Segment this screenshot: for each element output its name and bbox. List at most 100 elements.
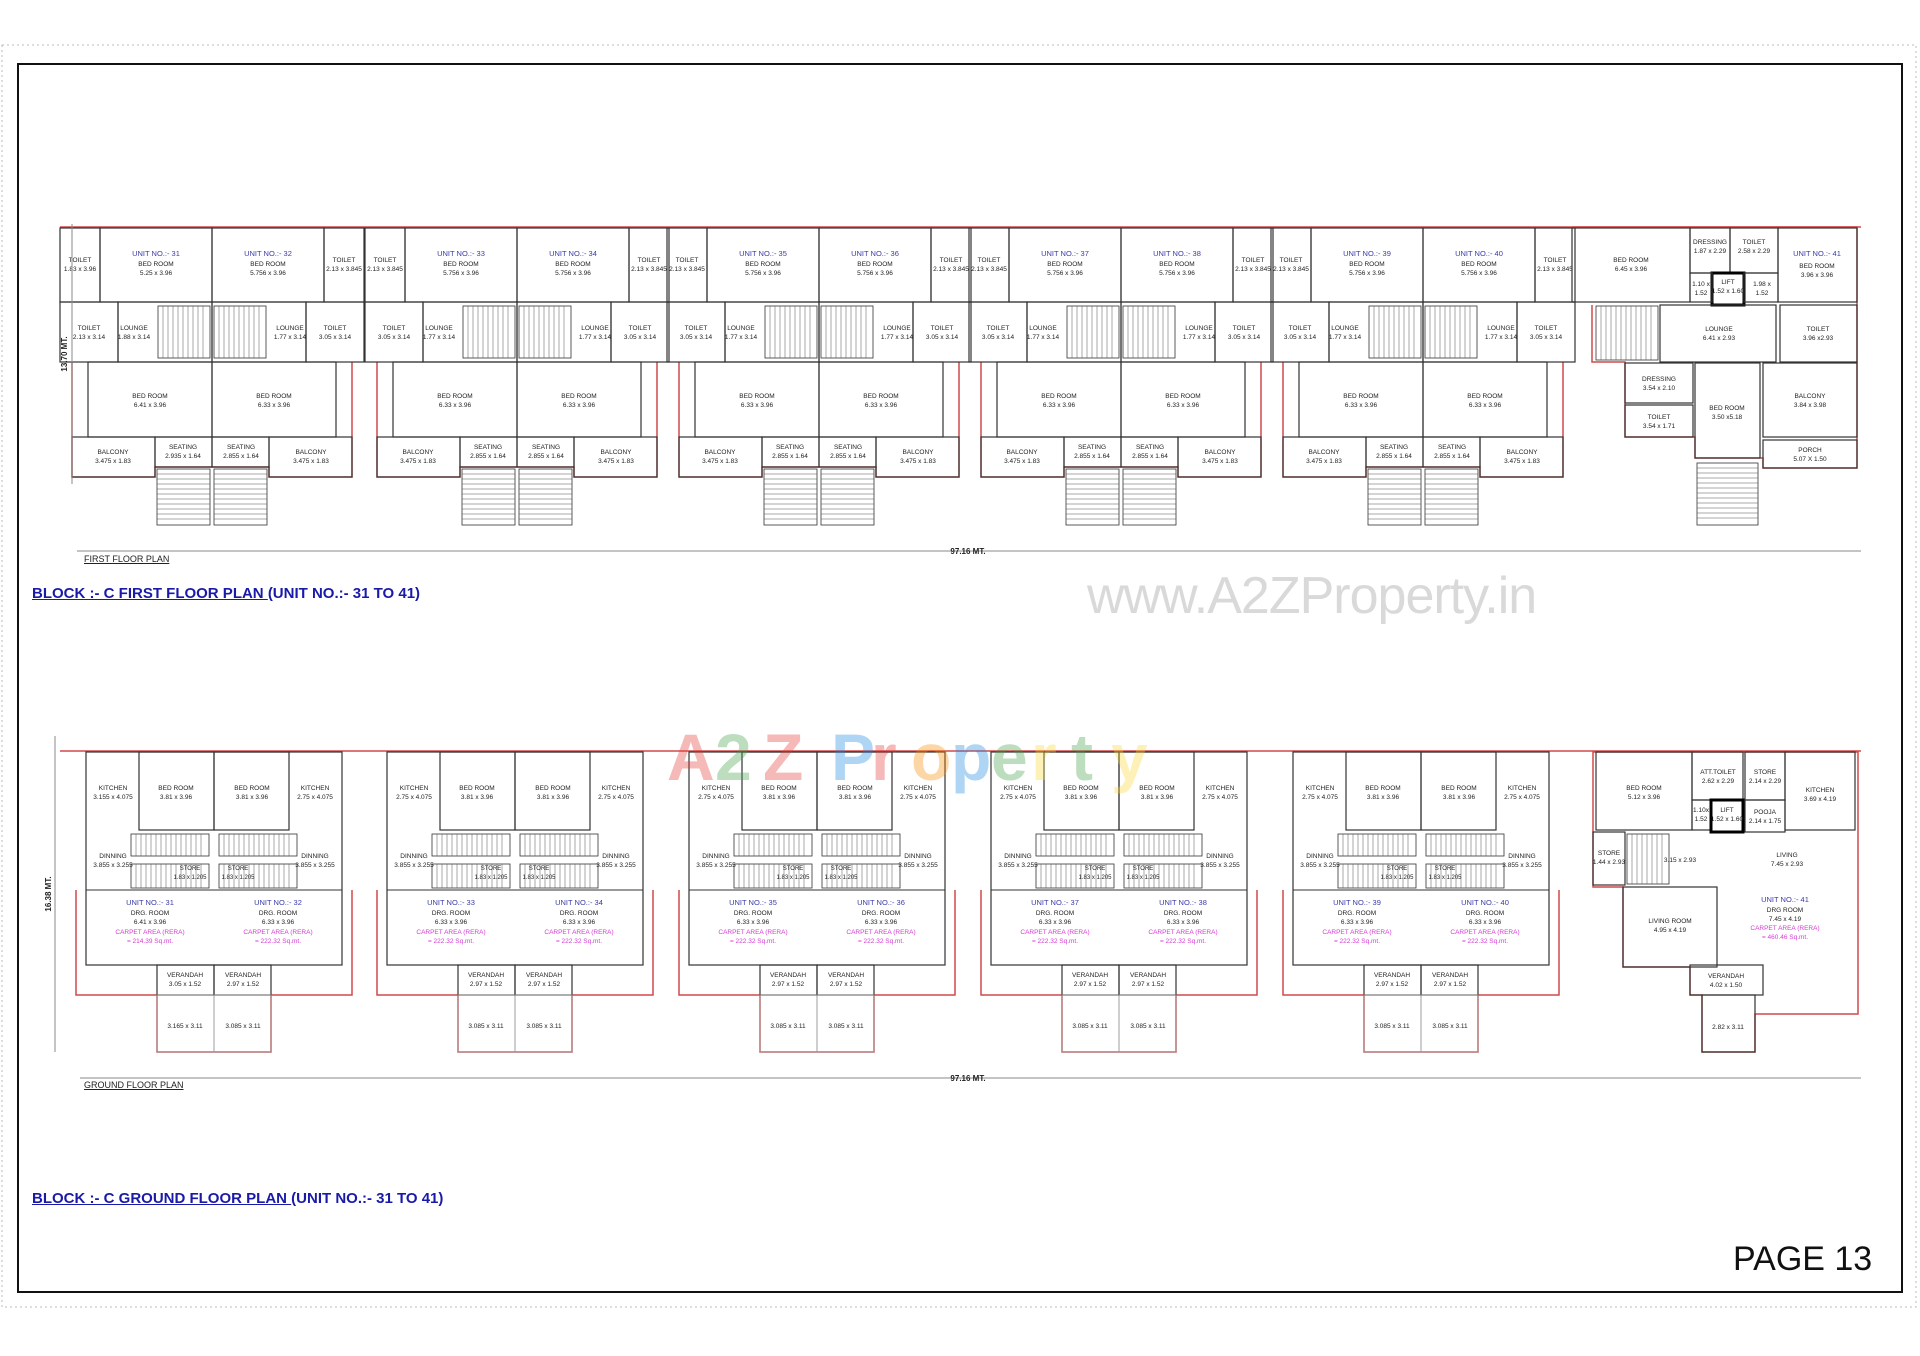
stair-outline <box>1123 833 1203 857</box>
lounge-label: LOUNGE <box>1705 326 1733 333</box>
store-label: STORE <box>180 866 201 872</box>
steps-dims: 3.085 x 3.11 <box>1432 1023 1468 1030</box>
carpet-area-dims: = 222.32 Sq.mt. <box>1462 938 1508 945</box>
internal-stair <box>1626 833 1670 885</box>
toilet-top-dims: 2.13 x 3.845 <box>669 266 705 273</box>
stair-outline <box>1425 863 1505 889</box>
balcony-room <box>1282 436 1367 478</box>
toilet-mid-label: TOILET <box>1233 325 1256 332</box>
stair-outline <box>1122 468 1177 526</box>
gf-length-dim: 97.16 MT. <box>950 1074 985 1083</box>
bed-label: BED ROOM <box>234 785 269 792</box>
toilet-top-label: TOILET <box>676 257 699 264</box>
balcony-label: BALCONY <box>1308 449 1340 456</box>
unit-number: UNIT NO.:- 37 <box>1041 249 1089 258</box>
kitchen-dims: 2.75 x 4.075 <box>1504 794 1540 801</box>
drg-room-label: DRG. ROOM <box>432 910 470 917</box>
store2-label: STORE <box>1598 850 1621 857</box>
ground-floor-plan: BED ROOM 3.81 x 3.96 KITCHEN 3.155 x 4.075D… <box>60 750 1861 1053</box>
ground-floor-plan-label: GROUND FLOOR PLAN <box>84 1080 184 1090</box>
stair-outline <box>156 468 211 526</box>
kitchen-label: KITCHEN <box>301 785 330 792</box>
bed-low-label: BED ROOM <box>561 393 596 400</box>
unit-number: UNIT NO.:- 34 <box>555 898 603 907</box>
toilet-mid-dims: 3.05 x 3.14 <box>1228 334 1261 341</box>
toilet-mid-room <box>968 301 1028 363</box>
verandah-label: VERANDAH <box>828 972 864 979</box>
bed-top-label: BED ROOM <box>1349 261 1384 268</box>
carpet-area-dims: = 222.32 Sq.mt. <box>1160 938 1206 945</box>
verandah-dims: 2.97 x 1.52 <box>470 981 503 988</box>
bed-top-label: BED ROOM <box>745 261 780 268</box>
bed-label: BED ROOM <box>1365 785 1400 792</box>
lounge-label: LOUNGE <box>1029 325 1057 332</box>
dining-label: DINNING <box>1306 853 1333 860</box>
seating-label: SEATING <box>1136 444 1164 451</box>
seating-dims: 2.855 x 1.64 <box>1074 453 1110 460</box>
stair-outline <box>519 863 599 889</box>
stair-outline <box>1122 305 1176 359</box>
lift-room <box>1709 798 1745 834</box>
verandah-label: VERANDAH <box>167 972 203 979</box>
internal-stair <box>1424 305 1478 359</box>
store-dims: 1.83 x 1.205 <box>474 875 508 881</box>
store1-room <box>1744 751 1786 801</box>
store-label: STORE <box>228 866 249 872</box>
verandah-room <box>1118 964 1177 996</box>
internal-stair <box>1122 305 1176 359</box>
kitchen-label: KITCHEN <box>1004 785 1033 792</box>
toilet-mid-dims: 3.05 x 3.14 <box>1530 334 1563 341</box>
bed-label: BED ROOM <box>459 785 494 792</box>
seating-dims: 2.935 x 1.64 <box>165 453 201 460</box>
bed-dims: 3.81 x 3.96 <box>1443 794 1476 801</box>
entrance-steps <box>1122 468 1177 526</box>
drg-room-dims: 6.33 x 3.96 <box>435 919 468 926</box>
toilet-top-dims: 2.13 x 3.845 <box>1273 266 1309 273</box>
lounge-label: LOUNGE <box>1331 325 1359 332</box>
stair-outline <box>1424 468 1479 526</box>
balcony-room <box>268 436 353 478</box>
bed1-label: BED ROOM <box>1613 257 1648 264</box>
unit-number: UNIT NO.:- 41 <box>1761 895 1809 904</box>
logo-letter: P <box>831 720 875 794</box>
dining-label: DINNING <box>702 853 729 860</box>
bed-dims: 3.81 x 3.96 <box>160 794 193 801</box>
drg-room-dims: 6.33 x 3.96 <box>1167 919 1200 926</box>
kitchen-dims: 3.155 x 4.075 <box>93 794 133 801</box>
bed-low-label: BED ROOM <box>132 393 167 400</box>
toilet-top-dims: 2.13 x 3.845 <box>631 266 667 273</box>
stair-outline <box>1424 305 1478 359</box>
carpet-area-label: CARPET AREA (RERA) <box>1450 929 1519 936</box>
balcony-dims: 3.475 x 1.83 <box>1004 458 1040 465</box>
dressing2-label: DRESSING <box>1642 376 1676 383</box>
lounge-dims: 1.77 x 3.14 <box>274 334 307 341</box>
entrance-steps <box>816 994 875 1053</box>
bed-low-label: BED ROOM <box>1041 393 1076 400</box>
kitchen-label: KITCHEN <box>602 785 631 792</box>
bed-low-label: BED ROOM <box>437 393 472 400</box>
entrance-steps <box>213 994 272 1053</box>
lounge-label: LOUNGE <box>1185 325 1213 332</box>
seating-label: SEATING <box>227 444 255 451</box>
internal-stair-lower <box>1123 863 1203 889</box>
entrance-steps <box>1420 994 1479 1053</box>
toilet-top-room <box>968 227 1010 303</box>
drg-room-dims: 6.33 x 3.96 <box>563 919 596 926</box>
internal-stair <box>1425 833 1505 857</box>
stair-outline <box>733 833 813 857</box>
ground-floor-heading-units: (UNIT NO.:- 31 TO 41) <box>291 1190 444 1207</box>
toilet-top-label: TOILET <box>1280 257 1303 264</box>
store-label: STORE <box>481 866 502 872</box>
balcony-room <box>980 436 1065 478</box>
bed3-label: BED ROOM <box>1709 405 1744 412</box>
bed-room <box>1118 751 1195 831</box>
first-floor-plan-label: FIRST FLOOR PLAN <box>84 554 170 564</box>
stair-outline <box>1368 305 1422 359</box>
